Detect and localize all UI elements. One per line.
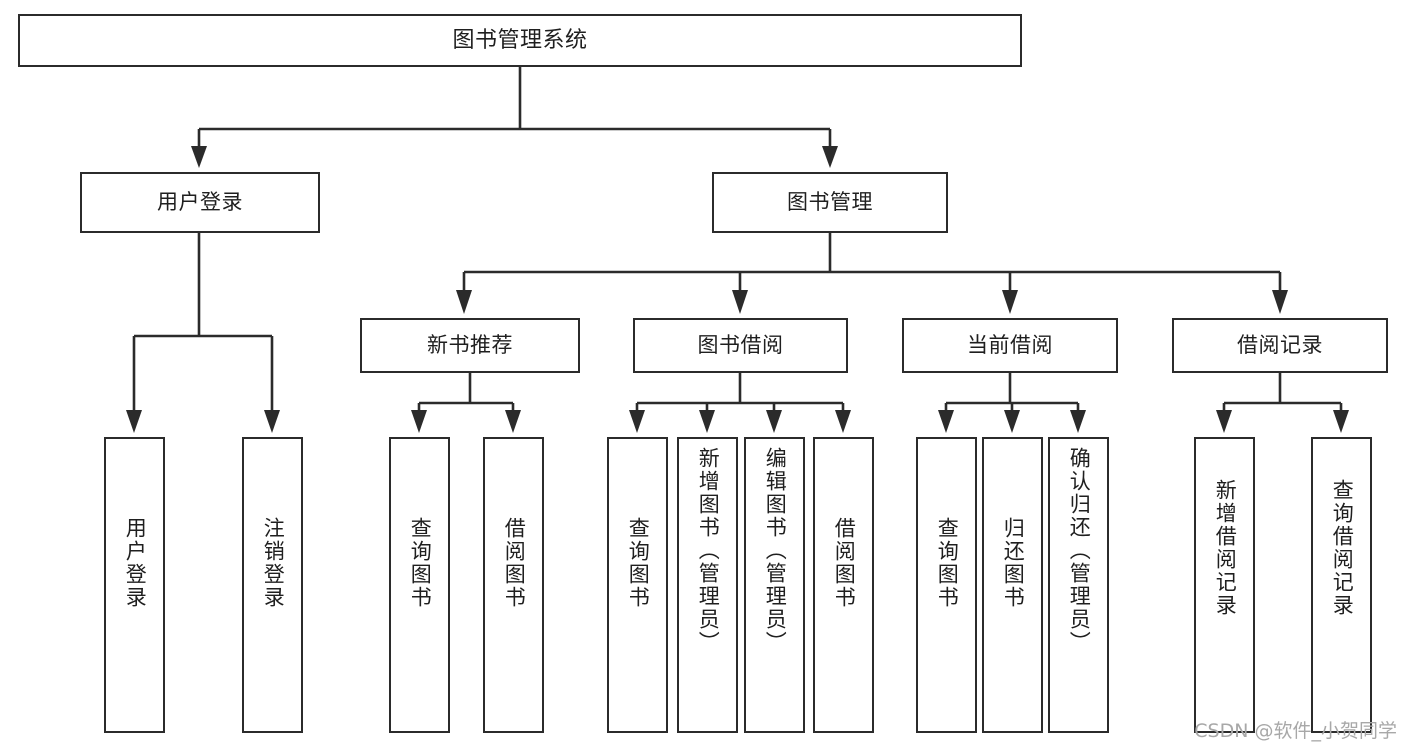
edge-bookborrow-to-leaves [629, 373, 851, 433]
node-root-label: 图书管理系统 [452, 27, 588, 53]
node-leaf-query-book-1-label: 查询图书 [408, 517, 433, 609]
node-book-manage-label: 图书管理 [787, 190, 873, 215]
node-leaf-user-login[interactable]: 用户登录 [104, 437, 165, 733]
node-user-login-label: 用户登录 [157, 190, 243, 215]
node-leaf-query-record-label: 查询借阅记录 [1330, 479, 1355, 617]
edge-borrowrecord-to-leaves [1216, 373, 1349, 433]
node-leaf-borrow-book-1-label: 借阅图书 [502, 517, 527, 609]
node-new-book-rec-label: 新书推荐 [427, 333, 513, 358]
node-leaf-borrow-book-1[interactable]: 借阅图书 [483, 437, 544, 733]
node-leaf-user-logout-label: 注销登录 [261, 517, 286, 609]
node-leaf-return-book[interactable]: 归还图书 [982, 437, 1043, 733]
node-borrow-record-label: 借阅记录 [1237, 333, 1323, 358]
node-root-system[interactable]: 图书管理系统 [18, 14, 1022, 67]
edge-root-to-level2 [191, 67, 838, 168]
node-leaf-query-book-2[interactable]: 查询图书 [607, 437, 668, 733]
node-leaf-edit-book[interactable]: 编辑图书（管理员） [744, 437, 805, 733]
node-leaf-add-record[interactable]: 新增借阅记录 [1194, 437, 1255, 733]
node-book-borrow-label: 图书借阅 [697, 333, 784, 358]
node-leaf-borrow-book-2[interactable]: 借阅图书 [813, 437, 874, 733]
node-leaf-query-book-2-label: 查询图书 [626, 517, 651, 609]
node-borrow-record[interactable]: 借阅记录 [1172, 318, 1388, 373]
edge-currentborrow-to-leaves [938, 373, 1086, 433]
node-current-borrow[interactable]: 当前借阅 [902, 318, 1118, 373]
node-new-book-rec[interactable]: 新书推荐 [360, 318, 580, 373]
node-book-manage[interactable]: 图书管理 [712, 172, 948, 233]
node-leaf-query-book-3-label: 查询图书 [935, 517, 960, 609]
node-leaf-borrow-book-2-label: 借阅图书 [832, 517, 857, 609]
node-book-borrow[interactable]: 图书借阅 [633, 318, 848, 373]
node-leaf-query-record[interactable]: 查询借阅记录 [1311, 437, 1372, 733]
node-leaf-confirm-return-label: 确认归还（管理员） [1067, 447, 1092, 654]
node-current-borrow-label: 当前借阅 [967, 333, 1053, 358]
node-leaf-edit-book-label: 编辑图书（管理员） [763, 447, 788, 654]
node-leaf-user-login-label: 用户登录 [123, 517, 148, 609]
node-leaf-user-logout[interactable]: 注销登录 [242, 437, 303, 733]
edge-bookmanage-to-level3 [456, 233, 1288, 314]
node-leaf-add-record-label: 新增借阅记录 [1213, 479, 1238, 617]
node-leaf-query-book-3[interactable]: 查询图书 [916, 437, 977, 733]
node-leaf-confirm-return[interactable]: 确认归还（管理员） [1048, 437, 1109, 733]
node-user-login[interactable]: 用户登录 [80, 172, 320, 233]
node-leaf-return-book-label: 归还图书 [1001, 517, 1026, 609]
node-leaf-add-book[interactable]: 新增图书（管理员） [677, 437, 738, 733]
node-leaf-query-book-1[interactable]: 查询图书 [389, 437, 450, 733]
node-leaf-add-book-label: 新增图书（管理员） [696, 447, 721, 654]
edge-userlogin-to-leaves [126, 233, 280, 433]
edge-newbook-to-leaves [411, 373, 521, 433]
csdn-watermark: CSDN @软件_小贺同学 [1194, 720, 1397, 742]
